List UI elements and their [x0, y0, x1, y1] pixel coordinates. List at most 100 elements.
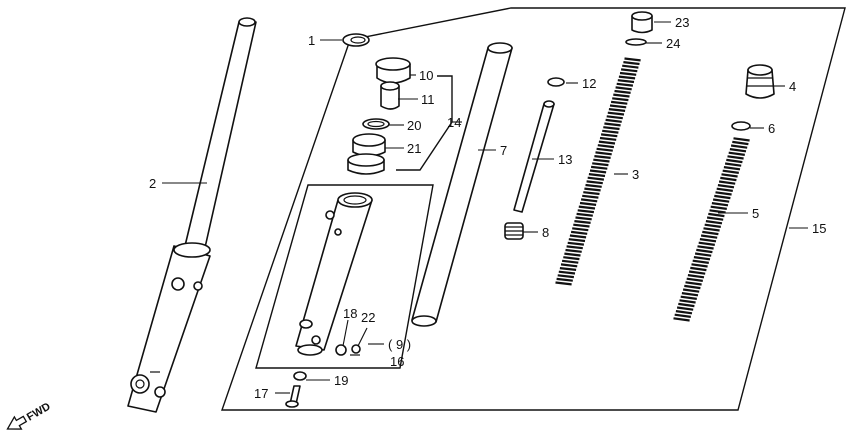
- spring-coil: [586, 180, 603, 185]
- callout-12: 12: [582, 76, 596, 91]
- callout-5: 5: [752, 206, 759, 221]
- callout-3: 3: [632, 167, 639, 182]
- spring-coil: [584, 187, 601, 192]
- spring-coil: [599, 136, 617, 141]
- fork-spring-5: [673, 137, 750, 322]
- spring-coil: [590, 165, 608, 170]
- spring-coil: [681, 292, 699, 297]
- spring-coil: [702, 230, 719, 236]
- spring-coil: [609, 104, 627, 109]
- spring-coil: [577, 209, 595, 214]
- spring-coil: [564, 252, 581, 257]
- circlip-1: [342, 33, 370, 47]
- spring-coil: [615, 86, 632, 91]
- piston-ring-12: [547, 77, 565, 87]
- oil-seal: [347, 153, 385, 175]
- spacer-11: [380, 81, 400, 110]
- cap-bolt-23: [631, 11, 653, 34]
- spring-coil: [605, 118, 622, 123]
- spring-coil: [726, 158, 743, 164]
- spring-coil: [563, 256, 580, 261]
- spring-coil: [582, 194, 599, 199]
- spring-coil: [705, 220, 723, 225]
- spring-coil: [596, 147, 613, 152]
- spring-coil: [696, 248, 713, 254]
- spring-coil: [592, 162, 609, 167]
- callout-10: 10: [419, 68, 433, 83]
- spring-coil: [600, 133, 618, 138]
- bracket-14: [396, 75, 453, 171]
- spring-coil: [587, 176, 605, 181]
- spring-coil: [623, 61, 640, 66]
- collar-21: [352, 133, 386, 157]
- rebound-spring-8: [504, 222, 524, 240]
- slider-frame-9: [255, 184, 434, 369]
- spring-coil: [674, 313, 691, 318]
- spring-coil: [691, 263, 708, 268]
- socket-bolt-17: [285, 385, 301, 408]
- spring-coil: [572, 227, 589, 232]
- spring-coil: [732, 140, 749, 146]
- spring-coil: [688, 270, 706, 275]
- callout-17: 17: [254, 386, 268, 401]
- callout-6: 6: [768, 121, 775, 136]
- washer-18: [335, 344, 347, 356]
- spring-coil: [682, 288, 700, 293]
- spring-coil: [687, 274, 705, 279]
- callout-24: 24: [666, 36, 680, 51]
- o-ring-20: [362, 118, 390, 130]
- callout-15: 15: [812, 221, 826, 236]
- spring-coil: [558, 270, 576, 275]
- spring-coil: [608, 108, 626, 112]
- spring-coil: [580, 198, 598, 203]
- spring-coil: [624, 57, 641, 62]
- drain-bolt-22: [350, 344, 361, 356]
- spring-coil: [714, 194, 731, 200]
- spring-coil: [555, 281, 572, 286]
- spring-coil: [685, 281, 702, 286]
- spring-coil: [614, 89, 631, 94]
- spring-coil: [710, 205, 727, 210]
- spring-coil: [576, 212, 593, 217]
- callout-1: 1: [308, 33, 315, 48]
- callout-16: 16: [390, 354, 404, 369]
- spring-coil: [690, 266, 707, 272]
- spring-coil: [616, 82, 634, 87]
- spring-coil: [606, 115, 623, 120]
- spring-coil: [570, 230, 588, 235]
- spring-coil: [579, 201, 597, 206]
- spring-coil: [603, 126, 620, 131]
- spring-coil: [568, 238, 586, 243]
- spring-coil: [561, 259, 579, 264]
- spring-coil: [595, 151, 612, 156]
- assembly-frame-15: [221, 7, 846, 411]
- spring-coil: [618, 75, 636, 80]
- callout-21: 21: [407, 141, 421, 156]
- spring-coil: [594, 155, 611, 159]
- spring-coil: [709, 209, 726, 214]
- spring-coil: [706, 216, 724, 221]
- spring-coil: [708, 212, 725, 218]
- callout-23: 23: [675, 15, 689, 30]
- spring-coil: [711, 202, 729, 207]
- spring-coil: [721, 173, 738, 178]
- spring-coil: [617, 79, 635, 84]
- spring-coil: [567, 241, 585, 246]
- spring-coil: [694, 252, 712, 257]
- spring-coil: [722, 169, 739, 174]
- callout-22: 22: [361, 310, 375, 325]
- spring-coil: [607, 111, 625, 116]
- spring-coil: [698, 241, 715, 246]
- spring-coil: [574, 220, 591, 224]
- spring-coil: [588, 173, 606, 178]
- spring-coil: [598, 140, 616, 145]
- spring-coil: [693, 256, 711, 261]
- callout-14: 14: [447, 115, 461, 130]
- spring-coil: [557, 274, 575, 279]
- callout-9: ( 9 ): [388, 337, 411, 352]
- callout-2: 2: [149, 176, 156, 191]
- spring-coil: [724, 162, 742, 167]
- spring-coil: [720, 176, 737, 182]
- callout-19: 19: [334, 373, 348, 388]
- spring-coil: [620, 68, 638, 73]
